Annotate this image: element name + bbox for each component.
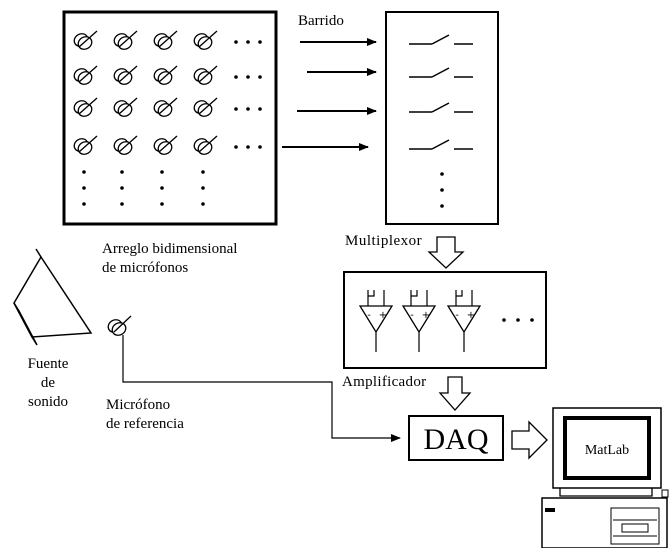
- multiplexor-switches: [409, 34, 473, 150]
- opamp-minus: -: [367, 310, 371, 321]
- microphone-icon: [113, 97, 138, 117]
- opamp-minus: -: [455, 310, 459, 321]
- matlab-label: MatLab: [585, 443, 629, 458]
- microphone-grid-ellipsis: [82, 170, 205, 206]
- microphone-icon: [113, 30, 138, 50]
- microphone-icon: [153, 97, 178, 117]
- computer-case: [541, 497, 668, 548]
- reference-label-line2: de referencia: [106, 416, 184, 432]
- daq-box: [408, 415, 504, 461]
- opamp-symbol: -+: [446, 290, 482, 352]
- microphone-icon: [193, 97, 218, 117]
- switch-symbol: [409, 102, 473, 113]
- microphone-icon: [73, 65, 98, 85]
- reference-signal-wire: [122, 335, 401, 442]
- switch-symbol: [409, 67, 473, 78]
- opamp-plus: +: [379, 310, 387, 321]
- amplificador-label: Amplificador: [342, 374, 427, 390]
- multiplexor-box: [385, 11, 499, 225]
- multiplexor-label: Multiplexor: [345, 233, 423, 249]
- microphone-icon: [153, 30, 178, 50]
- microphone-grid: [73, 30, 262, 155]
- speaker-icon: [13, 248, 93, 346]
- hollow-arrow-to-computer: [511, 420, 548, 460]
- speaker-edge: [13, 302, 38, 346]
- array-label-line1: Arreglo bidimensional: [102, 241, 238, 257]
- microphone-icon: [193, 135, 218, 155]
- barrido-label: Barrido: [298, 13, 344, 29]
- reference-microphone-icon: [107, 315, 132, 336]
- microphone-icon: [193, 30, 218, 50]
- opamp-group: -+-+-+: [358, 290, 482, 352]
- drive-bay: [610, 507, 660, 545]
- switch-symbol: [409, 34, 473, 45]
- fuente-label-line1: Fuente: [27, 356, 69, 372]
- microphone-icon: [73, 135, 98, 155]
- scan-arrows: [282, 38, 377, 151]
- monitor-screen: [563, 416, 651, 480]
- opamp-plus: +: [467, 310, 475, 321]
- daq-label: DAQ: [424, 423, 489, 456]
- microphone-icon: [193, 65, 218, 85]
- microphone-icon: [73, 97, 98, 117]
- hollow-arrow-to-amplifier: [427, 236, 465, 269]
- opamp-symbol: -+: [358, 290, 394, 352]
- opamp-plus: +: [422, 310, 430, 321]
- computer-icon: MatLab: [541, 407, 669, 548]
- reference-label-line1: Micrófono: [106, 397, 171, 413]
- microphone-icon: [113, 65, 138, 85]
- monitor-stand: [559, 488, 653, 497]
- opamp-symbol: -+: [401, 290, 437, 352]
- fuente-label-line2: de: [40, 375, 56, 391]
- microphone-array-box: [62, 10, 278, 226]
- microphone-icon: [73, 30, 98, 50]
- amplifier-box: [343, 271, 547, 369]
- fuente-label-line3: sonido: [27, 394, 68, 410]
- multiplexor-ellipsis: [440, 172, 444, 208]
- monitor-button: [661, 489, 669, 498]
- switch-symbol: [409, 139, 473, 150]
- array-label-line2: de micrófonos: [102, 260, 189, 276]
- power-led: [545, 508, 555, 512]
- microphone-icon: [153, 135, 178, 155]
- amplifier-ellipsis: [502, 318, 534, 322]
- microphone-icon: [113, 135, 138, 155]
- hollow-arrow-to-daq: [438, 376, 472, 411]
- microphone-icon: [153, 65, 178, 85]
- opamp-minus: -: [410, 310, 414, 321]
